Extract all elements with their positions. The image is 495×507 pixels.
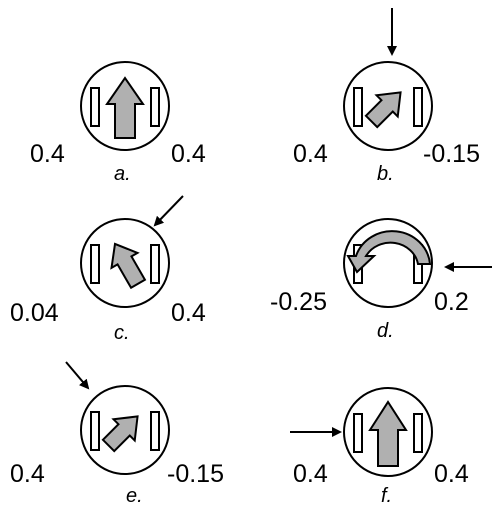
right-wheel [150, 87, 160, 127]
right-wheel [413, 87, 423, 127]
diagonal-arrow-icon [101, 415, 139, 453]
right-wheel-value: 0.4 [171, 299, 206, 327]
right-wheel-value: -0.15 [423, 140, 480, 168]
panel-caption: d. [377, 320, 394, 342]
panel-caption: b. [377, 163, 394, 185]
left-wheel-value: 0.4 [30, 140, 65, 168]
up-arrow-icon [368, 400, 408, 467]
external-arrow-from-top-left-icon [65, 361, 90, 390]
panel-caption: a. [114, 163, 131, 185]
diagonal-arrow-icon [364, 91, 402, 129]
rotation-arrow-icon [346, 230, 432, 274]
panel-b: 0.4 -0.15 b. [293, 8, 480, 185]
right-wheel [150, 411, 160, 451]
left-wheel [90, 87, 100, 127]
right-wheel-value: 0.2 [434, 288, 469, 316]
left-wheel-value: 0.4 [293, 140, 328, 168]
panel-caption: c. [114, 322, 130, 344]
right-wheel [413, 413, 423, 453]
up-left-arrow-icon [110, 242, 147, 290]
left-wheel-value: -0.25 [270, 288, 327, 316]
right-wheel-value: 0.4 [171, 140, 206, 168]
external-arrow-from-top-right-icon [153, 195, 184, 227]
left-wheel [90, 411, 100, 451]
panel-e: 0.4 -0.15 e. [10, 361, 224, 507]
left-wheel-value: 0.4 [293, 460, 328, 488]
right-wheel [150, 244, 160, 284]
right-wheel-value: 0.4 [434, 460, 469, 488]
panel-caption: e. [126, 485, 143, 507]
left-wheel-value: 0.4 [10, 460, 45, 488]
left-wheel [90, 244, 100, 284]
left-wheel [353, 87, 363, 127]
panel-f: 0.4 0.4 f. [290, 387, 469, 507]
up-arrow-icon [105, 76, 145, 139]
panel-c: 0.04 0.4 c. [10, 195, 206, 344]
left-wheel [353, 413, 363, 453]
right-wheel-value: -0.15 [167, 460, 224, 488]
panel-d: -0.25 0.2 d. [270, 218, 492, 342]
left-wheel-value: 0.04 [10, 299, 59, 327]
panel-caption: f. [381, 485, 392, 507]
panel-a: 0.4 0.4 a. [30, 61, 206, 185]
